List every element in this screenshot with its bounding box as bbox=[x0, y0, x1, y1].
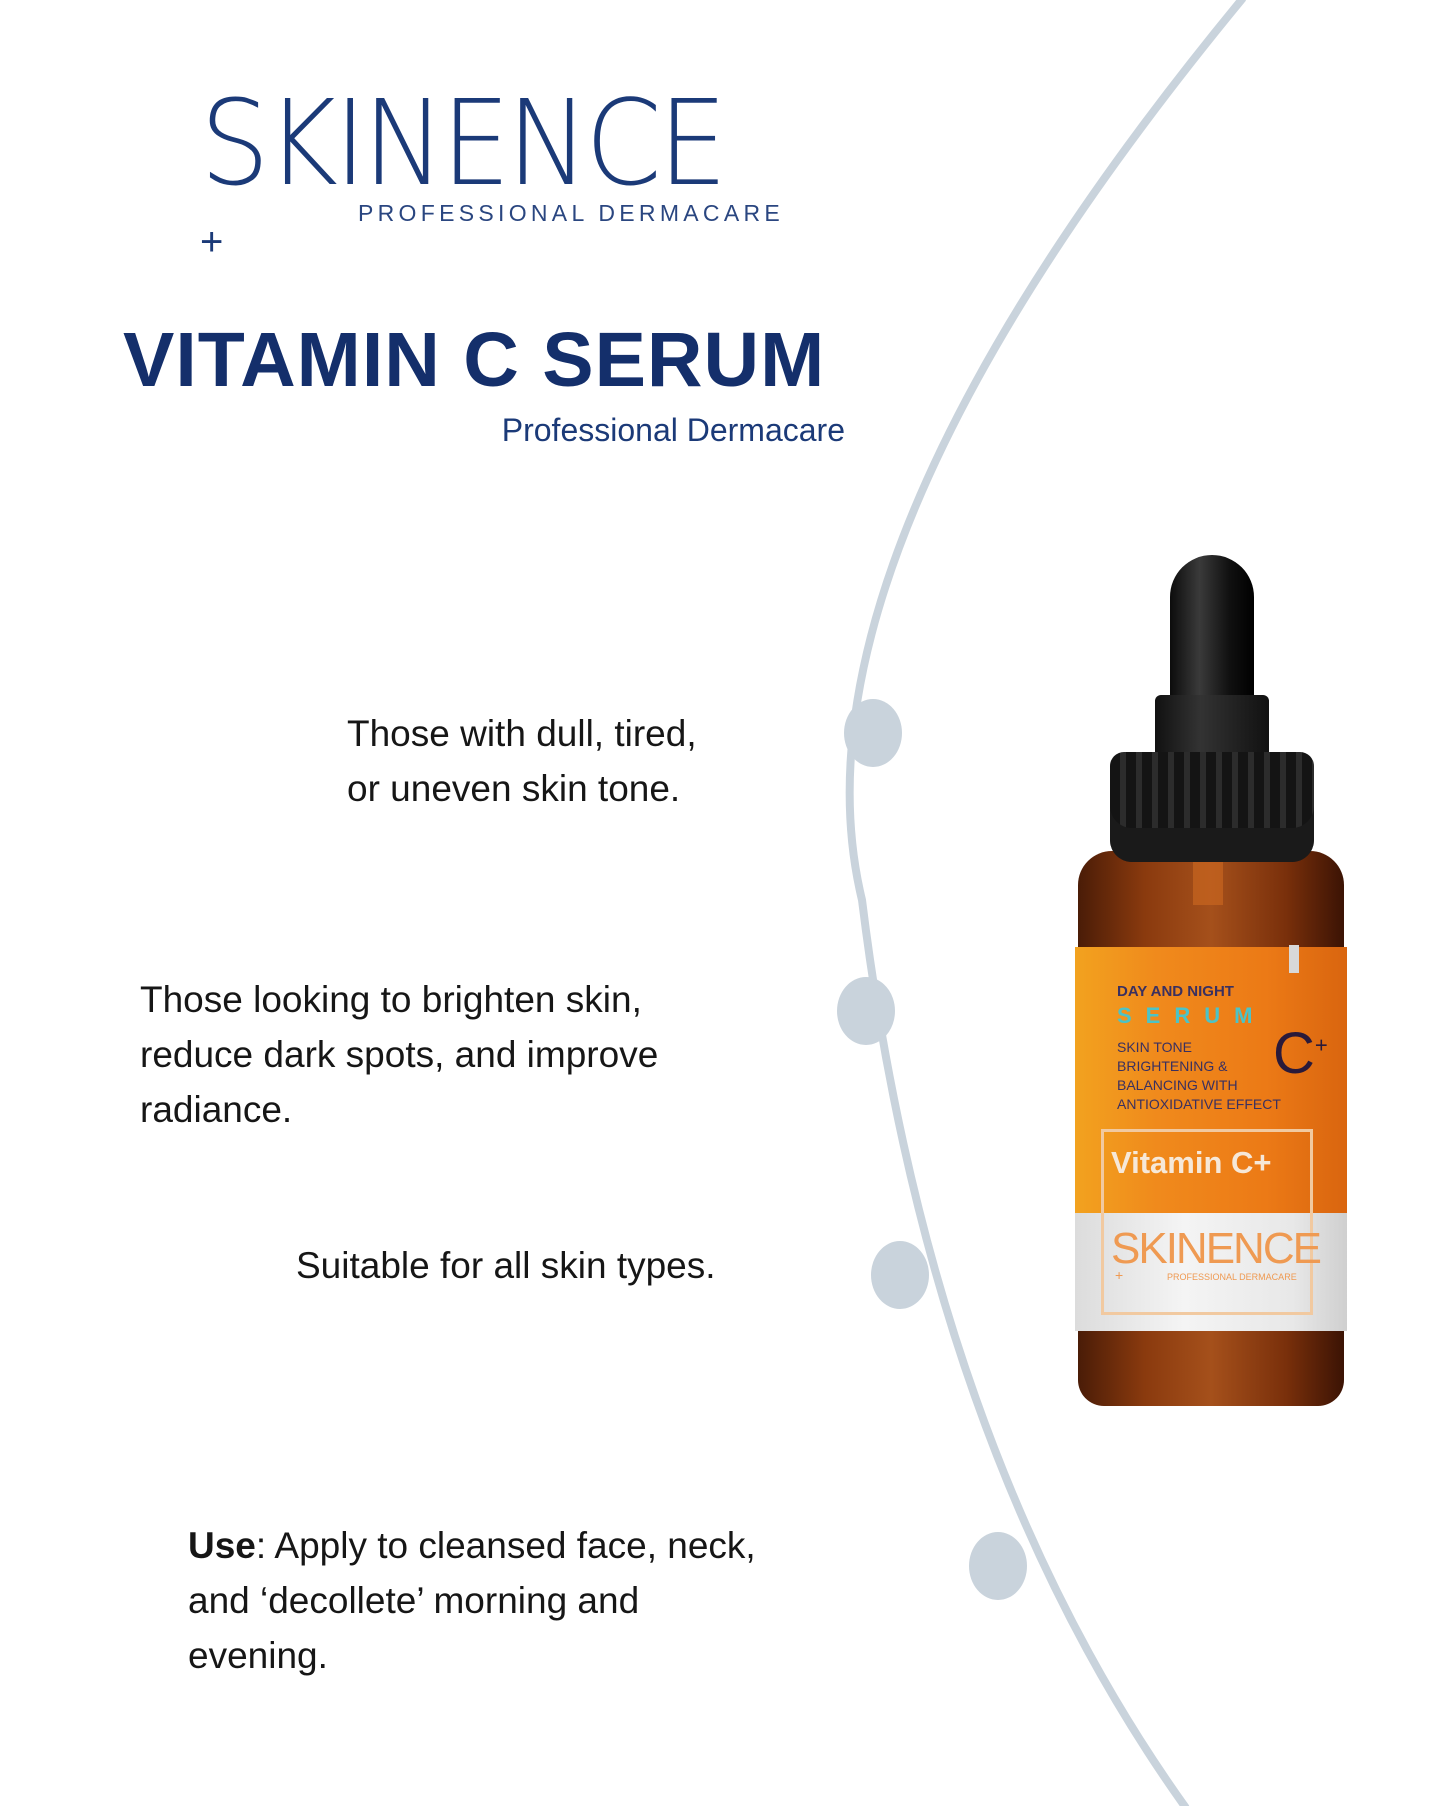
benefit-point-1: Those with dull, tired, or uneven skin t… bbox=[347, 713, 697, 809]
page-title: VITAMIN C SERUM bbox=[123, 317, 826, 403]
dropper-cap bbox=[1110, 752, 1314, 862]
c-plus-mark: C+ bbox=[1273, 1021, 1328, 1086]
label-brand: SKINENCE bbox=[1111, 1224, 1322, 1273]
timeline-dot-4 bbox=[969, 1532, 1027, 1600]
benefit-point-2: Those looking to brighten skin, reduce d… bbox=[140, 979, 659, 1130]
plus-icon: + bbox=[200, 220, 224, 264]
bottle-label bbox=[1075, 947, 1347, 1245]
label-product-name: Vitamin C+ bbox=[1111, 1145, 1272, 1180]
timeline-dot-3 bbox=[871, 1241, 929, 1309]
usage-instructions: Use: Apply to cleansed face, neck, and ‘… bbox=[188, 1525, 756, 1676]
timeline-dot-2 bbox=[837, 977, 895, 1045]
brand-tagline: PROFESSIONAL DERMACARE bbox=[358, 200, 785, 226]
brand-logo: SKINENCE bbox=[200, 74, 727, 212]
page-subtitle: Professional Dermacare bbox=[501, 412, 845, 448]
benefit-point-3: Suitable for all skin types. bbox=[296, 1245, 716, 1286]
timeline-dot-1 bbox=[844, 699, 902, 767]
product-bottle-image: DAY AND NIGHT SERUM SKIN TONE BRIGHTENIN… bbox=[1075, 555, 1347, 1407]
dropper-bulb bbox=[1170, 555, 1254, 705]
usage-label: Use bbox=[188, 1525, 256, 1566]
